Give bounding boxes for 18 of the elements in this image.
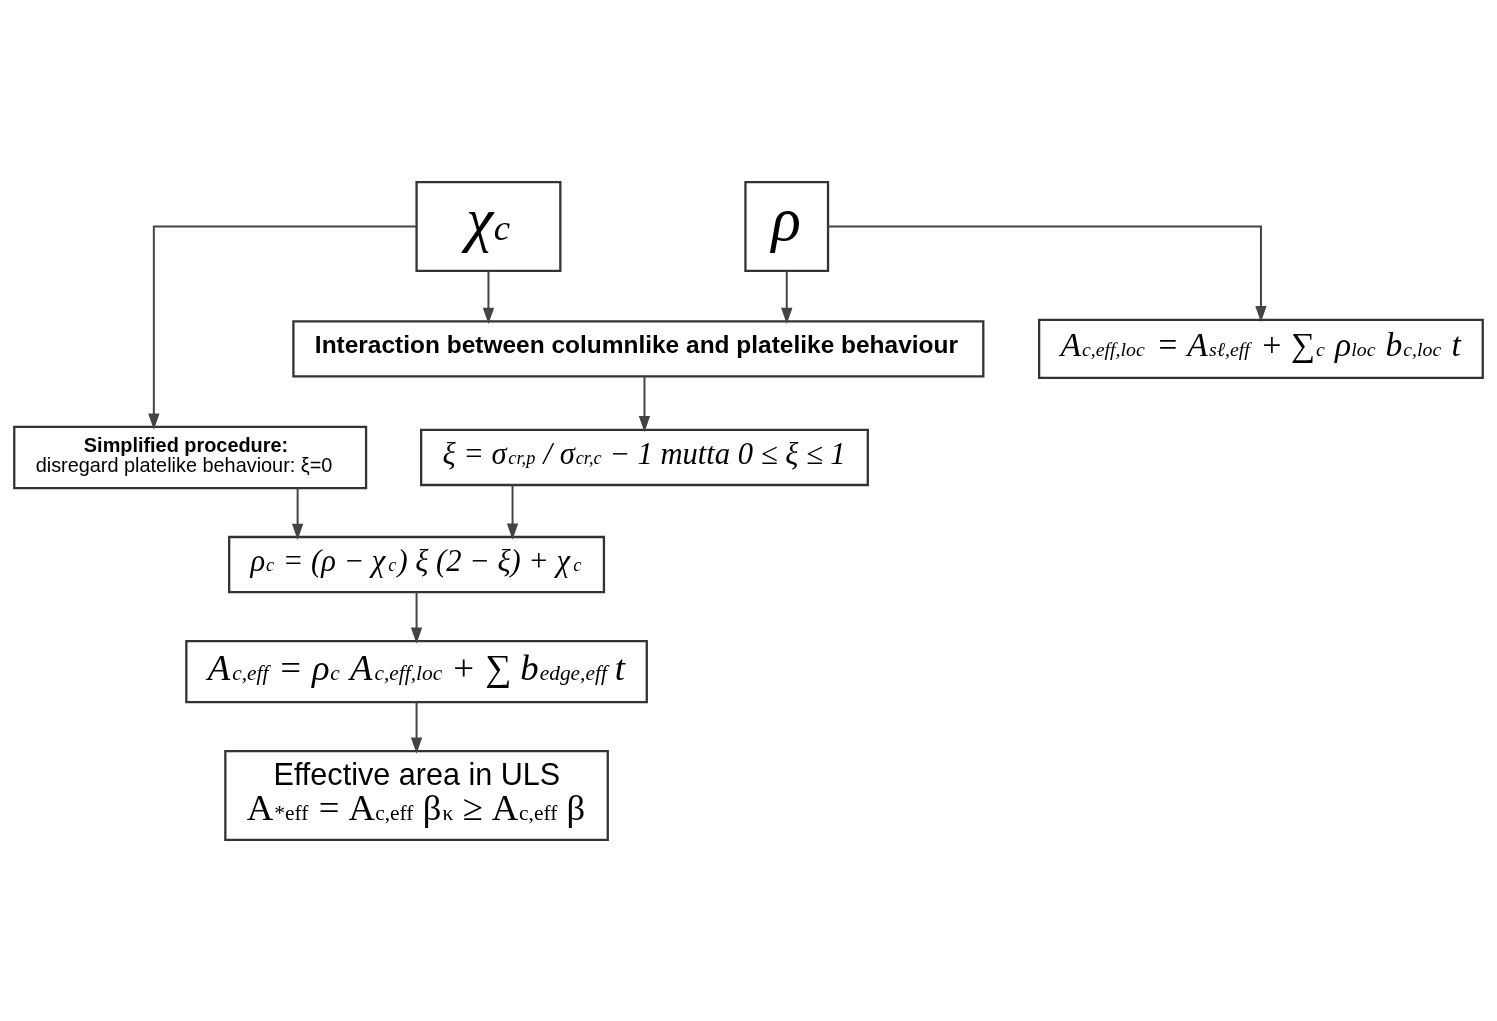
arrow	[506, 483, 519, 540]
node-box: χc	[415, 180, 562, 272]
node-box: Ac,eff,loc = Asℓ,eff + ∑c ρloc bc,loc t	[1038, 318, 1484, 379]
node-box: Effective area in ULS A*eff = Ac,eff βκ ≥ Ac,eff β	[224, 749, 609, 841]
arrow	[638, 375, 651, 432]
arrow	[482, 269, 495, 324]
arrow	[291, 486, 304, 540]
node-box: Ac,eff = ρc Ac,eff,loc + ∑ bedge,eff t	[185, 639, 648, 703]
node-box: Interaction between columnlike and platelike behaviour	[292, 319, 985, 378]
arrow	[410, 590, 423, 644]
node-box: ξ = σcr,p / σcr,c − 1 mutta 0 ≤ ξ ≤ 1	[420, 428, 869, 486]
arrow	[148, 225, 418, 430]
arrow	[410, 700, 423, 754]
arrow	[781, 269, 793, 324]
node-box: Simplified procedure: disregard platelike behaviour: ξ=0	[13, 425, 368, 489]
node-box: ρc = (ρ − χc) ξ (2 − ξ) + χc	[228, 535, 606, 593]
arrow	[827, 225, 1267, 322]
node-box: ρ	[744, 180, 830, 272]
